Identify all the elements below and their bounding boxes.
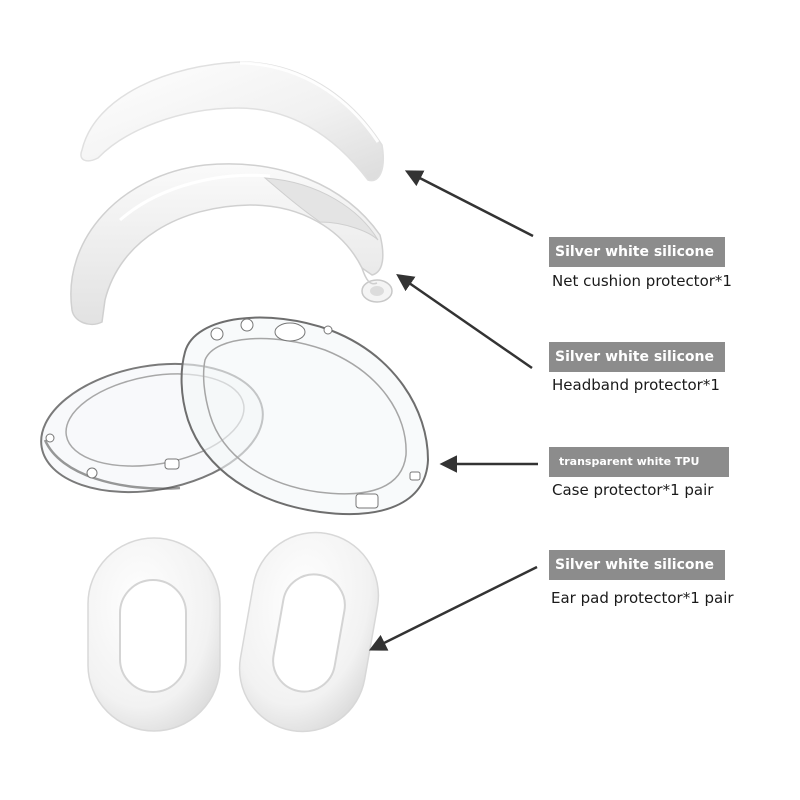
item-label: Ear pad protector*1 pair	[551, 589, 734, 607]
arrow-net-cushion	[404, 170, 534, 238]
item-label: Case protector*1 pair	[552, 481, 714, 499]
arrow-ear-pad	[368, 565, 538, 651]
material-label: Silver white silicone	[549, 550, 725, 580]
net-cushion-protector	[80, 61, 384, 182]
headband-protector	[70, 163, 393, 326]
item-label: Headband protector*1	[552, 376, 720, 394]
material-label: Silver white silicone	[549, 237, 725, 267]
item-label: Net cushion protector*1	[552, 272, 732, 290]
ear-pad-protector-right	[238, 531, 380, 733]
material-label: Silver white silicone	[549, 342, 725, 372]
ear-pad-protector-left	[87, 537, 221, 732]
case-protector-right	[180, 316, 430, 516]
arrow-headband	[396, 274, 533, 370]
material-label: transparent white TPU	[549, 447, 729, 477]
